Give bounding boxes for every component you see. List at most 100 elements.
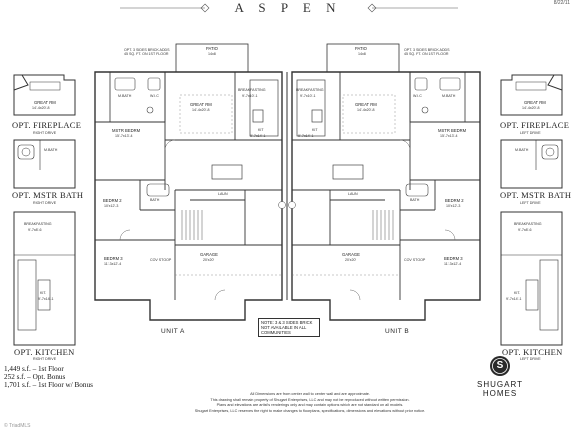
sqft-separator: – [32, 365, 37, 373]
unit-a-great-rm: GREAT RM [190, 102, 212, 107]
right-mstr-bath-subtitle: LEFT DRIVE [520, 201, 541, 205]
left-fireplace-title: OPT. FIREPLACE [12, 120, 82, 130]
left-kitchen-subtitle: RIGHT DRIVE [33, 357, 57, 361]
unit-a-kit: KIT [258, 128, 264, 132]
unit-b-bed2-dims: 10'x12'-3 [446, 204, 461, 208]
right-kit-bf-dims: 9'-7x8'-6 [518, 228, 532, 232]
unit-a-bf-dims: 9'-7x10'-1 [242, 94, 258, 98]
unit-b-bed3: BEDRM 3 [444, 256, 463, 261]
unit-a-bed3-dims: 11'-3x12'-4 [104, 262, 122, 266]
unit-b-mbath: M.BATH [442, 94, 456, 98]
sqft-row: 252 s.f. – Opt. Bonus [4, 373, 164, 381]
unit-a-bath: BATH [150, 198, 160, 202]
right-fp-room: GREAT RM [524, 100, 546, 105]
unit-a-bed2-dims: 10'x12'-3 [104, 204, 119, 208]
left-fp-dims: 14'-4x20'-8 [32, 106, 50, 110]
page-title: A S P E N [234, 0, 342, 15]
unit-a-great-dims: 14'-4x20'-8 [192, 108, 210, 112]
unit-b-great-rm: GREAT RM [355, 102, 377, 107]
right-mb-room: M.BATH [515, 148, 529, 152]
disclaimer-line: Plans and elevations are artist's render… [216, 403, 404, 408]
sqft-separator: – [32, 381, 37, 389]
square-footage-list: 1,449 s.f. – 1st Floor 252 s.f. – Opt. B… [4, 365, 164, 389]
unit-a-bed3: BEDRM 3 [104, 256, 123, 261]
unit-b-bed3-dims: 11'-3x12'-4 [444, 262, 462, 266]
sqft-value: 252 s.f. [4, 373, 26, 381]
sqft-label: 1st Floor w/ Bonus [37, 381, 93, 389]
left-mb-room: M.BATH [44, 148, 58, 152]
brand-line1: SHUGART [477, 380, 523, 389]
sqft-value: 1,449 s.f. [4, 365, 31, 373]
sqft-value: 1,701 s.f. [4, 381, 31, 389]
right-kit-dims: 9'-7x14'-1 [506, 297, 522, 301]
plan-date: 8/22/11 [553, 0, 570, 6]
left-mstr-bath-title: OPT. MSTR BATH [12, 190, 84, 200]
unit-b-cov-stoop: COV STOOP [404, 258, 426, 262]
unit-b-garage: GARAGE [342, 252, 360, 257]
disclaimer-line: This drawing shall remain property of Sh… [210, 397, 410, 402]
watermark: © TriadMLS [4, 423, 31, 429]
disclaimer: All Dimensions are from center wall to c… [180, 392, 440, 414]
right-kitchen-subtitle: LEFT DRIVE [520, 357, 541, 361]
unit-b-kit: KIT [312, 128, 318, 132]
right-fireplace-title: OPT. FIREPLACE [500, 120, 570, 130]
unit-a-garage: GARAGE [200, 252, 218, 257]
unit-a-garage-dims: 20'x20' [203, 258, 215, 262]
unit-b-bf-dims: 9'-7x10'-1 [300, 94, 316, 98]
unit-b-kit-dims: 9'-7x14'-1 [298, 134, 314, 138]
right-kit-breakfast: BREAKFASTING [514, 222, 542, 226]
disclaimer-line: Shugart Enterprises, LLC reserves the ri… [194, 408, 426, 413]
unit-a-mbath: M.BATH [118, 94, 132, 98]
unit-a-mstr-dims: 15'-7x13'-4 [115, 134, 133, 138]
unit-a-laun: LAUN [218, 192, 228, 196]
logo-letter: S [496, 360, 504, 371]
unit-a-wic: W.I.C [150, 94, 159, 98]
left-kitchen-title: OPT. KITCHEN [14, 347, 75, 357]
sqft-separator: – [27, 373, 31, 381]
sqft-label: Opt. Bonus [32, 373, 66, 381]
unit-a-cov-stoop: COV STOOP [150, 258, 172, 262]
brand-line2: HOMES [482, 389, 518, 398]
left-kit-label: KIT. [40, 291, 47, 295]
brand-name: SHUGART HOMES [460, 380, 540, 398]
disclaimer-line: All Dimensions are from center wall to c… [250, 392, 370, 396]
unit-b-opt-brick: OPT. 3 SIDES BRICK ADDS 45 SQ. FT. ON 1S… [404, 48, 450, 57]
sqft-label: 1st Floor [37, 365, 64, 373]
unit-b-label: UNIT B [385, 328, 410, 335]
brick-availability-note: NOTE: 3 & 3 SIDES BRICK NOT AVAILABLE IN… [258, 318, 320, 337]
unit-a-breakfasting: BREAKFASTING [238, 88, 266, 92]
left-fp-room: GREAT RM [34, 100, 56, 105]
unit-b-bath: BATH [410, 198, 420, 202]
unit-b-mstr-dims: 15'-7x13'-4 [440, 134, 458, 138]
unit-a-mstr: MSTR BEDRM [112, 128, 141, 133]
unit-a-patio: PATIO [206, 46, 218, 51]
right-fp-dims: 14'-4x20'-8 [522, 106, 540, 110]
unit-b-mstr: MSTR BEDRM [438, 128, 467, 133]
sqft-row: 1,449 s.f. – 1st Floor [4, 365, 164, 373]
unit-b-laun: LAUN [348, 192, 358, 196]
left-fireplace-subtitle: RIGHT DRIVE [33, 131, 57, 135]
unit-b-patio-dims: 14x8 [358, 52, 366, 56]
right-mstr-bath-title: OPT. MSTR BATH [500, 190, 572, 200]
unit-b-patio: PATIO [355, 46, 367, 51]
unit-b-wic: W.I.C [413, 94, 422, 98]
right-kit-label: KIT. [514, 291, 521, 295]
unit-b-garage-dims: 20'x20' [345, 258, 357, 262]
right-fireplace-subtitle: LEFT DRIVE [520, 131, 541, 135]
left-mstr-bath-subtitle: RIGHT DRIVE [33, 201, 57, 205]
unit-a-opt-brick: OPT. 3 SIDES BRICK ADDS 45 SQ. FT. ON 1S… [124, 48, 170, 57]
unit-a-patio-dims: 14x8 [208, 52, 216, 56]
right-kitchen-title: OPT. KITCHEN [502, 347, 563, 357]
unit-b-breakfasting: BREAKFASTING [296, 88, 324, 92]
unit-a-kit-dims: 9'-7x14'-1 [250, 134, 266, 138]
left-kit-bf-dims: 9'-7x8'-6 [28, 228, 42, 232]
left-kit-dims: 9'-7x14'-1 [38, 297, 54, 301]
sqft-row: 1,701 s.f. – 1st Floor w/ Bonus [4, 381, 164, 389]
unit-a-label: UNIT A [161, 328, 185, 335]
unit-b-great-dims: 14'-4x20'-8 [357, 108, 375, 112]
shugart-logo-icon [490, 356, 510, 376]
left-kit-breakfast: BREAKFASTING [24, 222, 52, 226]
unit-a-bed2: BEDRM 2 [103, 198, 122, 203]
